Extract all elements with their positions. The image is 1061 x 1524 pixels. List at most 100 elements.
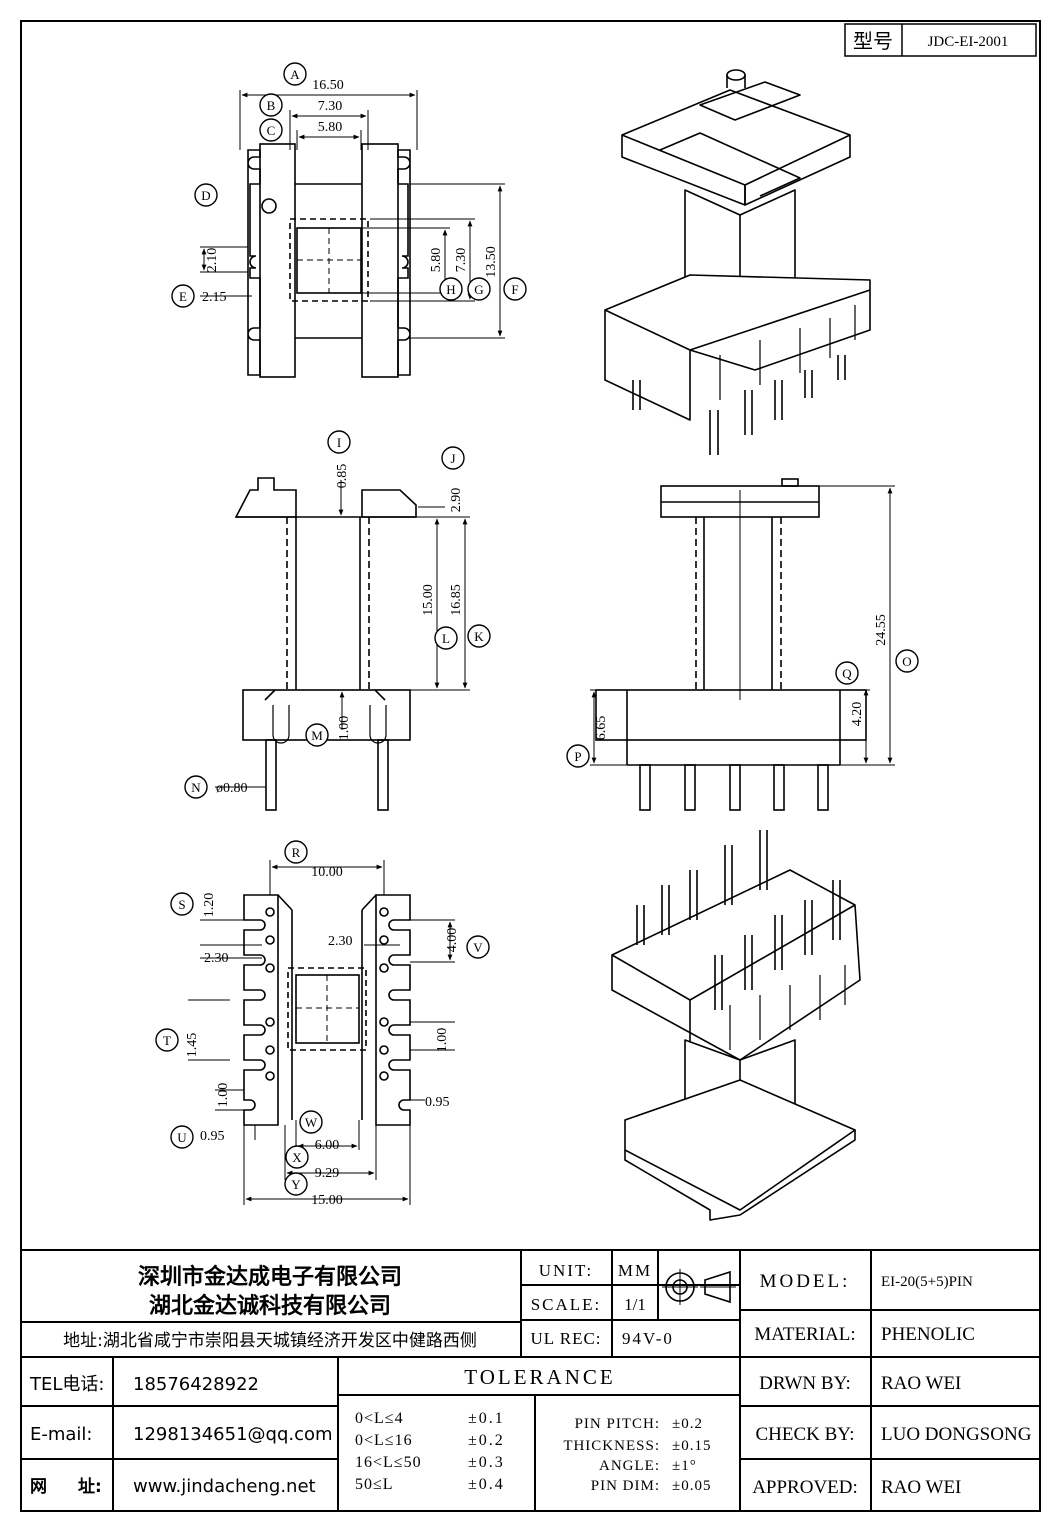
callout-letter-h: H (446, 282, 455, 297)
callout-bubble-c (259, 118, 283, 142)
tol-value-3: ±0.4 (468, 1476, 505, 1493)
spec-value-2: ±1° (672, 1458, 697, 1474)
callout-bubble-s (170, 892, 194, 916)
material-label: MATERIAL: (754, 1324, 855, 1345)
scale-value: 1/1 (624, 1295, 646, 1314)
callout-letter-c: C (267, 123, 276, 138)
bottom-view (188, 860, 455, 1205)
tel-label: TEL电话: (29, 1374, 104, 1395)
spec-value-1: ±0.15 (672, 1438, 711, 1454)
front-view (215, 477, 470, 811)
callout-letter-a: A (290, 67, 300, 82)
tol-range-1: 0<L≤16 (355, 1432, 413, 1449)
dim-v: 4.00 (445, 928, 460, 953)
dim-g: 7.30 (454, 248, 469, 273)
sheet-border (20, 20, 1041, 1512)
callout-letter-y: Y (291, 1177, 301, 1192)
spec-value-3: ±0.05 (672, 1478, 711, 1494)
company-name-2: 湖北金达诚科技有限公司 (149, 1293, 391, 1319)
web-label-1: 网 (30, 1477, 47, 1497)
dim-p: 6.65 (594, 716, 609, 741)
dim-t2: 1.00 (216, 1083, 231, 1108)
dim-w: 6.00 (315, 1138, 340, 1153)
dim-y: 15.00 (311, 1193, 343, 1208)
spec-value-0: ±0.2 (672, 1416, 703, 1432)
dim-s2: 2.30 (204, 951, 229, 966)
material-value: PHENOLIC (881, 1324, 975, 1345)
tol-value-0: ±0.1 (468, 1410, 505, 1427)
callout-bubble-n (184, 775, 208, 799)
unit-label: UNIT: (539, 1261, 593, 1280)
tolerance-title: TOLERANCE (464, 1365, 615, 1389)
check-value: LUO DONGSONG (881, 1424, 1032, 1445)
spec-label-1: THICKNESS: (563, 1438, 660, 1454)
web-value: www.jindacheng.net (133, 1476, 316, 1497)
dim-l: 15.00 (421, 584, 436, 616)
callout-letter-l: L (442, 631, 450, 646)
ulrec-label: UL REC: (530, 1329, 601, 1348)
unit-value: MM (618, 1261, 652, 1280)
tol-range-3: 50≤L (355, 1476, 394, 1493)
side-view (590, 478, 895, 811)
tol-value-1: ±0.2 (468, 1432, 505, 1449)
scale-label: SCALE: (531, 1295, 602, 1314)
email-label: E-mail: (30, 1424, 93, 1445)
callout-letter-w: W (305, 1115, 318, 1130)
model-box-label: 型号 (853, 29, 893, 53)
callout-bubble-v (466, 935, 490, 959)
callout-bubble-b (259, 93, 283, 117)
callout-letter-p: P (574, 749, 581, 764)
dim-v2: 1.00 (435, 1028, 450, 1053)
callout-letter-m: M (311, 728, 323, 743)
callout-bubble-j (441, 446, 465, 470)
company-name-1: 深圳市金达成电子有限公司 (138, 1264, 402, 1290)
callout-bubble-d (194, 183, 218, 207)
drawn-value: RAO WEI (881, 1373, 961, 1394)
callout-bubble-t (155, 1028, 179, 1052)
dim-e: 2.15 (202, 290, 227, 305)
dim-t: 1.45 (185, 1033, 200, 1058)
dim-q: 4.20 (850, 702, 865, 727)
callout-bubble-u (170, 1125, 194, 1149)
ulrec-value: 94V-0 (622, 1329, 674, 1348)
callout-bubble-q (835, 661, 859, 685)
dim-i: 0.85 (335, 464, 350, 489)
check-label: CHECK BY: (755, 1424, 854, 1445)
callout-letter-s: S (178, 897, 185, 912)
spec-label-2: ANGLE: (599, 1458, 660, 1474)
callout-bubble-a (283, 62, 307, 86)
callout-letter-u: U (177, 1130, 187, 1145)
model-label: MODEL: (760, 1271, 851, 1292)
callout-letter-r: R (292, 845, 301, 860)
bottom-view-labels: 10.00 1.20 2.30 2.30 1.45 1.00 0.95 4.00… (185, 865, 460, 1208)
tol-range-0: 0<L≤4 (355, 1410, 404, 1427)
callout-bubble-e (171, 284, 195, 308)
web-label-2: 址: (78, 1477, 102, 1497)
email-value: 1298134651@qq.com (133, 1424, 333, 1445)
callout-bubble-o (895, 649, 919, 673)
dim-o: 24.55 (874, 614, 889, 646)
callout-bubble-m (305, 723, 329, 747)
spec-label-0: PIN PITCH: (575, 1416, 660, 1432)
callout-bubble-p (566, 744, 590, 768)
callout-letter-t: T (163, 1033, 171, 1048)
callout-bubble-x (285, 1145, 309, 1169)
dim-j: 2.90 (449, 488, 464, 513)
dim-v3: 0.95 (425, 1095, 450, 1110)
title-block (21, 1249, 1040, 1511)
dim-r: 10.00 (311, 865, 343, 880)
callout-letter-o: O (902, 654, 911, 669)
callout-bubble-y (284, 1172, 308, 1196)
dim-a: 16.50 (312, 78, 344, 93)
dim-h: 5.80 (429, 248, 444, 273)
tol-range-2: 16<L≤50 (355, 1454, 422, 1471)
model-value: EI-20(5+5)PIN (881, 1274, 973, 1290)
callout-bubble-i (327, 430, 351, 454)
callout-bubble-r (284, 840, 308, 864)
dim-s3: 2.30 (328, 934, 353, 949)
isometric-top (604, 69, 871, 455)
dim-m: 1.00 (337, 716, 352, 741)
dim-u: 0.95 (200, 1129, 225, 1144)
callout-letter-k: K (474, 629, 484, 644)
